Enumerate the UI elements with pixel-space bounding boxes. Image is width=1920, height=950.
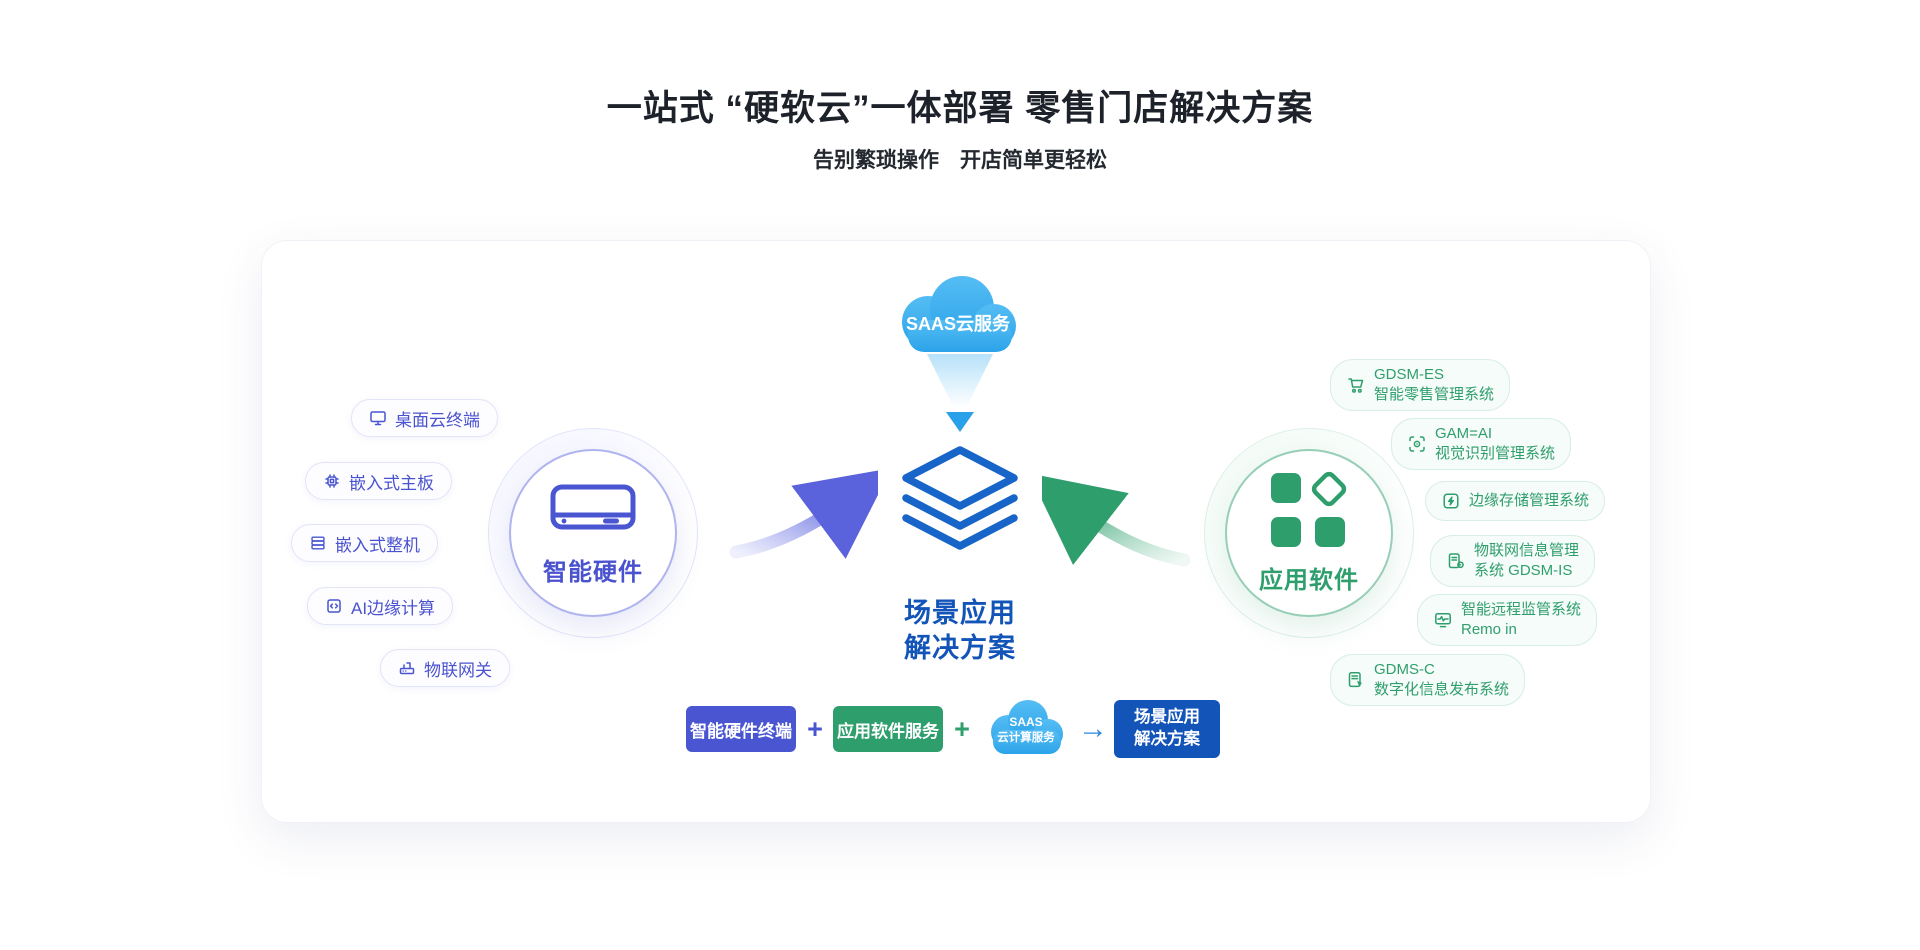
mini-pc-icon	[543, 479, 643, 543]
center-title-line2: 解决方案	[904, 632, 1016, 663]
center-solution-icon	[899, 445, 1021, 559]
center-title-line1: 场景应用	[904, 598, 1016, 628]
formula-result-line1: 场景应用	[1134, 708, 1200, 727]
cloud-label: SAAS云服务	[905, 314, 1010, 334]
app-grid-icon	[1269, 471, 1349, 551]
software-item-line2: 智能零售管理系统	[1374, 385, 1495, 403]
software-item-line2: Remo in	[1461, 620, 1517, 638]
formula-result-box: 场景应用 解决方案	[1114, 700, 1220, 758]
software-item-gdsm-is: 物联网信息管理 系统 GDSM-IS	[1430, 535, 1596, 587]
software-item-line2: 系统 GDSM-IS	[1474, 561, 1573, 579]
digital-publish-icon	[1346, 670, 1366, 690]
hardware-item-label: AI边缘计算	[351, 598, 436, 618]
iot-info-icon	[1446, 551, 1466, 571]
hardware-item-embedded-board: 嵌入式主板	[305, 462, 452, 500]
layer-stack-icon	[902, 446, 1018, 550]
software-item-text: GDSM-ES 智能零售管理系统	[1374, 365, 1494, 405]
ai-edge-icon	[325, 597, 343, 615]
iot-gateway-icon	[398, 659, 416, 677]
software-label: 应用软件	[1259, 567, 1359, 594]
page-title: 一站式 “硬软云”一体部署 零售门店解决方案	[606, 89, 1314, 128]
cloud-down-arrow	[927, 354, 993, 432]
formula-hardware-label: 智能硬件终端	[690, 721, 792, 741]
chip-icon	[323, 472, 341, 490]
software-item-text: 智能远程监管系统 Remo in	[1461, 600, 1581, 640]
software-item-line2: 数字化信息发布系统	[1374, 680, 1510, 698]
hardware-item-desktop-terminal: 桌面云终端	[351, 399, 498, 437]
desktop-terminal-icon	[369, 409, 387, 427]
retail-cart-icon	[1346, 375, 1366, 395]
software-item-line1: 边缘存储管理系统	[1469, 492, 1590, 510]
software-item-line1: 智能远程监管系统	[1461, 601, 1582, 618]
software-item-line1: GDSM-ES	[1374, 366, 1445, 383]
hardware-circle: 智能硬件	[488, 428, 698, 638]
formula-software-box: 应用软件服务	[833, 706, 943, 752]
software-to-center-arrow	[1042, 473, 1191, 567]
formula-arrow: →	[1078, 712, 1108, 745]
hardware-item-embedded-machine: 嵌入式整机	[291, 524, 438, 562]
formula-result-line2: 解决方案	[1134, 730, 1200, 748]
formula-hardware-box: 智能硬件终端	[686, 706, 796, 752]
hardware-item-label: 物联网关	[424, 660, 492, 680]
formula-software-label: 应用软件服务	[837, 721, 939, 741]
software-item-text: 边缘存储管理系统	[1469, 491, 1589, 511]
software-item-edge-storage: 边缘存储管理系统	[1425, 481, 1606, 521]
software-item-text: GDMS-C 数字化信息发布系统	[1374, 660, 1509, 700]
page-subtitle: 告别繁琐操作 开店简单更轻松	[813, 149, 1107, 172]
formula-plus-2: +	[954, 713, 970, 744]
software-item-text: 物联网信息管理 系统 GDSM-IS	[1474, 541, 1579, 581]
edge-storage-icon	[1441, 491, 1461, 511]
formula-saas-text: SAAS 云计算服务	[980, 694, 1072, 760]
formula-plus-1: +	[807, 713, 823, 744]
remote-monitor-icon	[1433, 610, 1453, 630]
formula-saas-cloud: SAAS 云计算服务	[980, 694, 1072, 760]
hardware-to-center-arrow	[729, 468, 878, 559]
hardware-circle-inner: 智能硬件	[509, 449, 677, 617]
center-title: 场景应用 解决方案	[835, 596, 1085, 665]
formula-saas-line2: 云计算服务	[997, 732, 1055, 744]
software-item-text: GAM=AI 视觉识别管理系统	[1435, 424, 1555, 464]
software-item-remote-monitor: 智能远程监管系统 Remo in	[1417, 594, 1598, 646]
software-item-gam-ai: GAM=AI 视觉识别管理系统	[1391, 418, 1572, 470]
formula-saas-line1: SAAS	[1009, 715, 1043, 729]
software-circle-inner: 应用软件	[1225, 449, 1393, 617]
software-item-gdsm-es: GDSM-ES 智能零售管理系统	[1330, 359, 1511, 411]
embedded-machine-icon	[309, 534, 327, 552]
cloud-icon	[902, 276, 1016, 352]
software-item-line2: 视觉识别管理系统	[1435, 444, 1556, 462]
software-circle: 应用软件	[1204, 428, 1414, 638]
hardware-label: 智能硬件	[543, 559, 643, 586]
software-item-gdms-c: GDMS-C 数字化信息发布系统	[1330, 654, 1526, 706]
saas-cloud: SAAS云服务	[880, 264, 1036, 360]
software-item-line1: 物联网信息管理	[1474, 542, 1580, 559]
software-item-line1: GDMS-C	[1374, 661, 1435, 678]
hardware-item-label: 桌面云终端	[395, 410, 480, 430]
hardware-item-iot-gateway: 物联网关	[380, 649, 510, 687]
software-item-line1: GAM=AI	[1435, 425, 1493, 442]
small-cloud-icon	[991, 700, 1063, 754]
vision-scan-icon	[1407, 434, 1427, 454]
hardware-item-ai-edge: AI边缘计算	[307, 587, 454, 625]
hardware-item-label: 嵌入式主板	[349, 473, 434, 493]
hardware-item-label: 嵌入式整机	[335, 535, 420, 555]
